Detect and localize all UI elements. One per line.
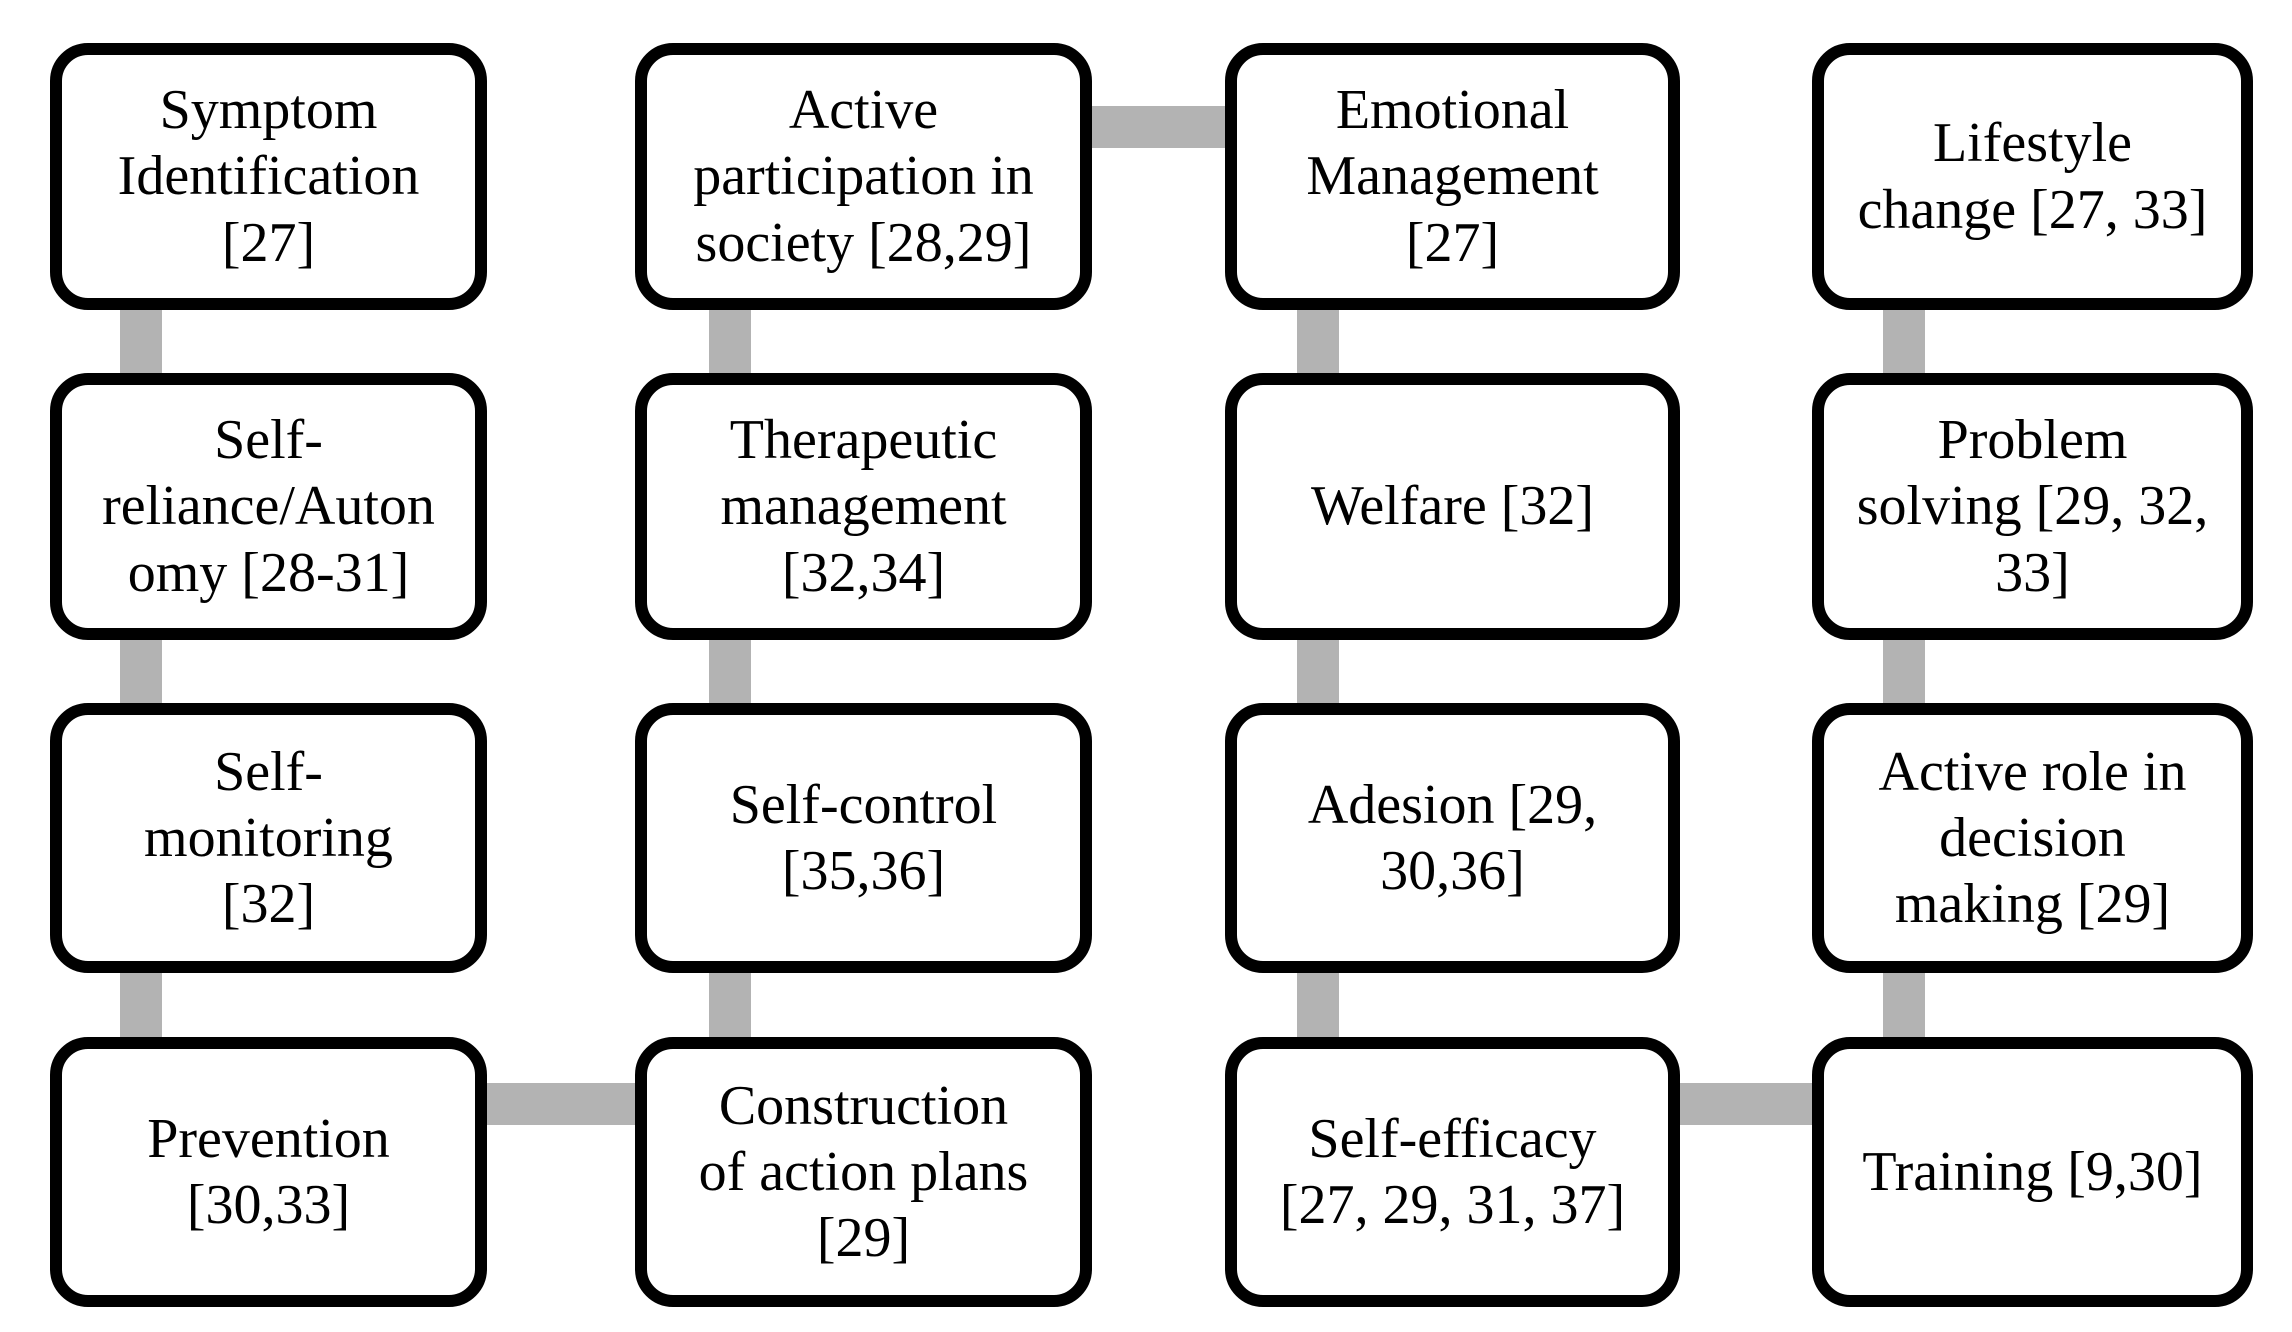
node-therapeutic-management: Therapeutic management [32,34]	[635, 373, 1092, 640]
node-active-role-decision-making: Active role in decision making [29]	[1812, 703, 2253, 973]
node-label: Welfare [32]	[1310, 475, 1595, 538]
node-label: Prevention [30,33]	[147, 1107, 390, 1236]
node-lifestyle-change: Lifestyle change [27, 33]	[1812, 43, 2253, 310]
node-problem-solving: Problem solving [29, 32, 33]	[1812, 373, 2253, 640]
node-label: Adesion [29, 30,36]	[1307, 773, 1598, 902]
node-symptom-identification: Symptom Identification [27]	[50, 43, 487, 310]
node-label: Symptom Identification [27]	[117, 79, 420, 274]
node-label: Training [9,30]	[1862, 1140, 2203, 1203]
node-self-control: Self-control [35,36]	[635, 703, 1092, 973]
node-label: Self- monitoring [32]	[144, 740, 393, 936]
node-label: Problem solving [29, 32, 33]	[1856, 409, 2209, 604]
node-label: Self- reliance/Auton omy [28-31]	[102, 409, 435, 604]
node-active-participation-society: Active participation in society [28,29]	[635, 43, 1092, 310]
node-emotional-management: Emotional Management [27]	[1225, 43, 1680, 310]
node-adesion: Adesion [29, 30,36]	[1225, 703, 1680, 973]
node-label: Emotional Management [27]	[1306, 79, 1599, 274]
node-label: Construction of action plans [29]	[698, 1074, 1029, 1270]
node-construction-action-plans: Construction of action plans [29]	[635, 1037, 1092, 1307]
node-self-monitoring: Self- monitoring [32]	[50, 703, 487, 973]
node-welfare: Welfare [32]	[1225, 373, 1680, 640]
node-label: Self-efficacy [27, 29, 31, 37]	[1279, 1107, 1626, 1236]
edge-prevention--construction-action-plans	[470, 1083, 650, 1125]
edge-active-participation-society--emotional-management	[1075, 106, 1245, 148]
node-self-efficacy: Self-efficacy [27, 29, 31, 37]	[1225, 1037, 1680, 1307]
node-training: Training [9,30]	[1812, 1037, 2253, 1307]
node-prevention: Prevention [30,33]	[50, 1037, 487, 1307]
node-label: Self-control [35,36]	[729, 773, 998, 902]
node-label: Lifestyle change [27, 33]	[1857, 112, 2208, 241]
node-label: Active participation in society [28,29]	[693, 79, 1034, 274]
edge-self-efficacy--training	[1663, 1083, 1828, 1125]
node-label: Therapeutic management [32,34]	[720, 409, 1007, 604]
node-label: Active role in decision making [29]	[1878, 740, 2187, 936]
node-self-reliance-autonomy: Self- reliance/Auton omy [28-31]	[50, 373, 487, 640]
